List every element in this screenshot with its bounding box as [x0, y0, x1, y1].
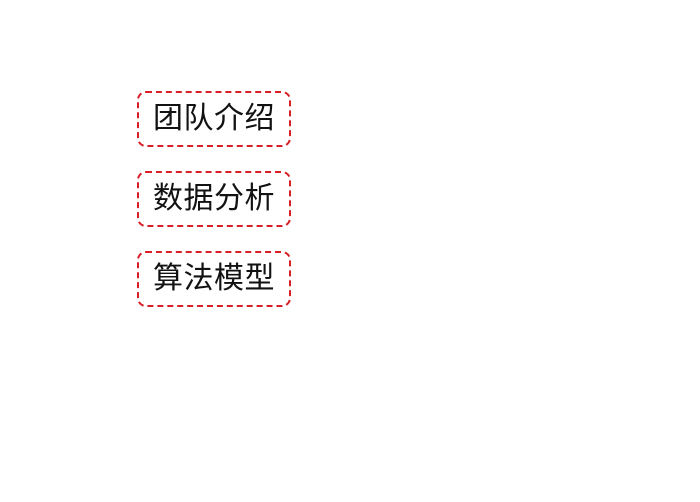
- node-box-team-intro[interactable]: 团队介绍: [137, 91, 291, 147]
- node-box-algorithm-model[interactable]: 算法模型: [137, 251, 291, 307]
- node-label-algorithm-model: 算法模型: [153, 261, 275, 296]
- node-label-data-analysis: 数据分析: [153, 181, 275, 216]
- node-stack: 团队介绍 数据分析 算法模型: [137, 91, 291, 307]
- node-box-data-analysis[interactable]: 数据分析: [137, 171, 291, 227]
- node-label-team-intro: 团队介绍: [153, 101, 275, 136]
